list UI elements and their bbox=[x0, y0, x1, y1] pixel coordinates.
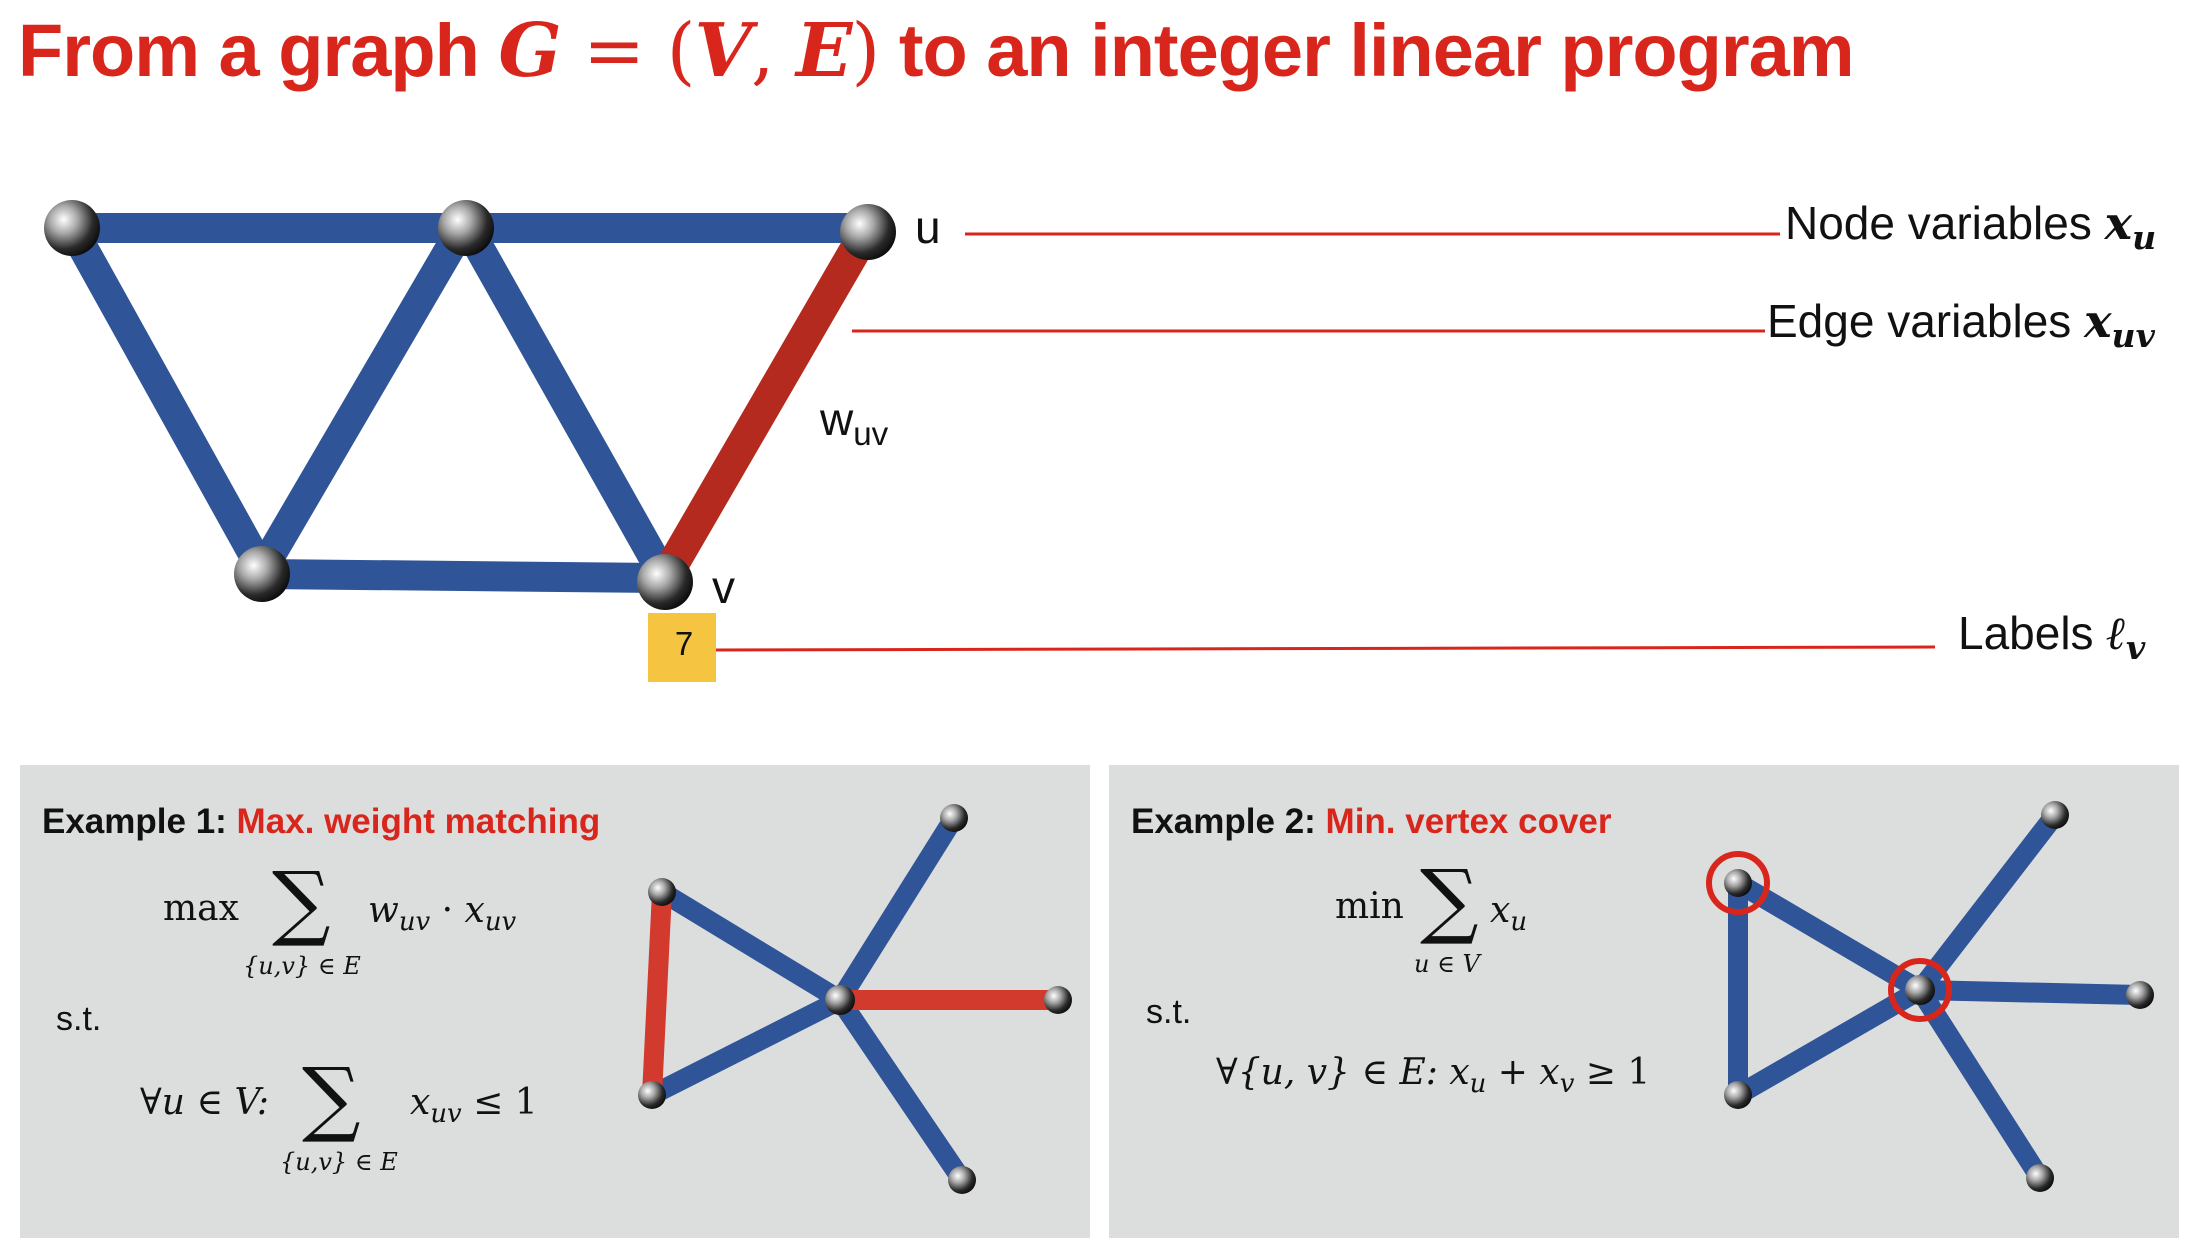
example2-sum-subscript: u ∈ V bbox=[1414, 950, 1480, 978]
example2-title: Example 2: Min. vertex cover bbox=[1131, 802, 1612, 841]
title-suffix: to an integer linear program bbox=[879, 9, 1855, 92]
title-comma: , bbox=[750, 8, 796, 94]
ex1-edge-matched-left bbox=[642, 882, 672, 1105]
labels-annotation: Labels ℓv bbox=[1958, 606, 2146, 667]
ex2-edge-b bbox=[1728, 873, 1930, 1000]
node-v-label: v bbox=[712, 561, 735, 613]
example1-constraint-subscript: {u,v} ∈ E bbox=[280, 1148, 398, 1176]
ex2-edge-e bbox=[1910, 980, 2150, 1005]
ex2-node-2 bbox=[2041, 801, 2069, 829]
page-title: From a graph G = (V, E) to an integer li… bbox=[18, 8, 1855, 94]
graph-nodes bbox=[44, 200, 896, 610]
example2-subject-to: s.t. bbox=[1146, 993, 1192, 1031]
example2-constraint: ∀{u, v} ∈ E: xu + xv ≥ 1 bbox=[1216, 1052, 1651, 1099]
ex2-node-6 bbox=[2026, 1164, 2054, 1192]
node-top-mid bbox=[438, 200, 494, 256]
ex2-cover-ring-2 bbox=[1888, 958, 1952, 1022]
example2-sum-symbol: ∑ bbox=[1420, 853, 1479, 948]
ex1-node-4 bbox=[1044, 986, 1072, 1014]
title-edge-set: E bbox=[796, 8, 852, 94]
example2-graph bbox=[1706, 801, 2154, 1192]
title-graph-symbol: G bbox=[498, 8, 561, 94]
example1-graph bbox=[638, 804, 1072, 1194]
edge-left-diag bbox=[57, 213, 277, 585]
ex2-edge-d bbox=[1910, 805, 2065, 1000]
labels-leader-line bbox=[714, 645, 1936, 652]
node-label-box bbox=[648, 613, 716, 682]
ex2-edge-c bbox=[1728, 980, 1930, 1105]
title-vertex-set: V bbox=[694, 8, 752, 94]
edge-mid-left-diag bbox=[247, 213, 477, 585]
example2-min: min bbox=[1335, 886, 1404, 927]
ex2-node-5 bbox=[1724, 1081, 1752, 1109]
ex2-edge-f bbox=[1910, 980, 2050, 1188]
ex1-edge-b bbox=[830, 808, 964, 1010]
ex2-node-4 bbox=[2126, 981, 2154, 1009]
node-v bbox=[637, 554, 693, 610]
ex1-edge-d bbox=[830, 990, 972, 1190]
edge-weight-label: wuv bbox=[820, 393, 889, 453]
example1-title: Example 1: Max. weight matching bbox=[42, 802, 601, 841]
node-u bbox=[840, 204, 896, 260]
edge-uv-highlighted bbox=[649, 212, 884, 594]
node-top-left bbox=[44, 200, 100, 256]
node-u-label: u bbox=[915, 201, 941, 253]
edge-bottom bbox=[247, 559, 680, 593]
ex1-node-3 bbox=[825, 985, 855, 1015]
example1-subject-to: s.t. bbox=[56, 1000, 102, 1038]
ex1-edge-c bbox=[642, 990, 850, 1105]
example1-forall: ∀u ∈ V: bbox=[140, 1082, 269, 1123]
node-bottom-left bbox=[234, 546, 290, 602]
ex1-edge-a bbox=[652, 882, 850, 1010]
example1-constraint-sum-symbol: ∑ bbox=[302, 1051, 361, 1146]
ex2-node-1 bbox=[1724, 869, 1752, 897]
ex2-cover-ring-1 bbox=[1706, 851, 1770, 915]
title-close: ) bbox=[851, 8, 880, 94]
node-label-value: 7 bbox=[674, 625, 694, 662]
example1-objective: wuv · xuv bbox=[368, 890, 517, 937]
example1-sum-subscript: {u,v} ∈ E bbox=[243, 952, 361, 980]
graph-edges bbox=[57, 212, 884, 594]
example1-constraint: xuv ≤ 1 bbox=[410, 1082, 538, 1129]
title-prefix: From a graph bbox=[18, 9, 499, 92]
node-variables-annotation: Node variables xu bbox=[1785, 196, 2157, 257]
example1-sum-symbol: ∑ bbox=[272, 855, 331, 950]
ex1-node-6 bbox=[948, 1166, 976, 1194]
ex2-node-3 bbox=[1905, 975, 1935, 1005]
example1-max: max bbox=[163, 888, 239, 929]
example2-objective: xu bbox=[1490, 890, 1527, 937]
ex1-node-1 bbox=[648, 878, 676, 906]
ex1-node-2 bbox=[940, 804, 968, 832]
edge-mid-right-diag bbox=[453, 213, 680, 593]
edge-variables-annotation: Edge variables xuv bbox=[1767, 294, 2155, 355]
title-eq: = ( bbox=[560, 8, 695, 94]
ex1-node-5 bbox=[638, 1081, 666, 1109]
